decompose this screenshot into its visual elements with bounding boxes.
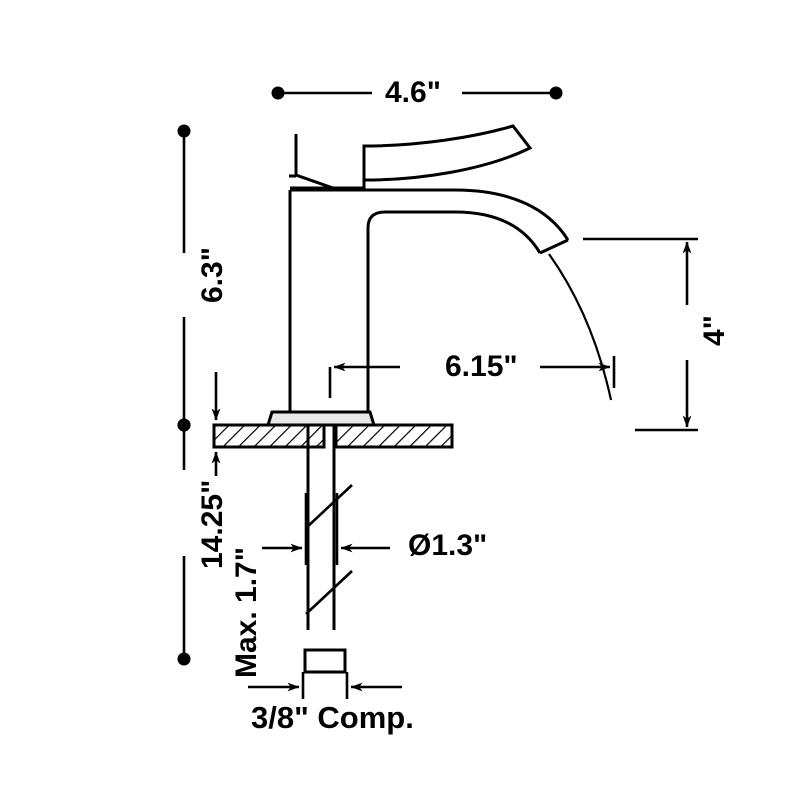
dimension-spout-reach [328,356,616,398]
break-mark-upper [305,484,353,529]
dimension-shank-diameter [262,493,390,565]
countertop-right [334,423,454,449]
faucet-handle [294,124,533,190]
water-stream-curve [548,253,613,401]
dimension-label-spout-reach: 6.15" [440,352,523,382]
escutcheon-base-plate [265,410,377,427]
dimension-label-shank-diameter: Ø1.3" [405,531,491,561]
compression-fitting [303,648,347,674]
faucet-shank [306,425,336,630]
dimension-spout-width [271,86,563,100]
shank-break-marks [305,484,353,615]
dimension-stream-drop [583,237,698,432]
dimension-overall-length [177,418,191,666]
countertop-section [212,423,454,449]
dimension-label-max-deck-thickness: Max. 1.7" [230,543,263,682]
faucet-body-outline [288,124,570,416]
faucet-spout-outer [290,188,570,241]
dimension-label-supply-connection: 3/8" Comp. [248,702,417,733]
dimension-label-faucet-height: 6.3" [196,243,229,307]
break-mark-lower [305,570,353,615]
faucet-spout-inner [366,210,542,414]
dimension-label-overall-length: 14.25" [196,475,229,573]
dimension-label-stream-drop: 4" [698,311,731,350]
dimension-label-spout-width: 4.6" [381,78,445,108]
spout-outlet-face [539,238,569,255]
dimension-supply-connection [248,672,402,699]
dimension-faucet-height [177,124,191,432]
